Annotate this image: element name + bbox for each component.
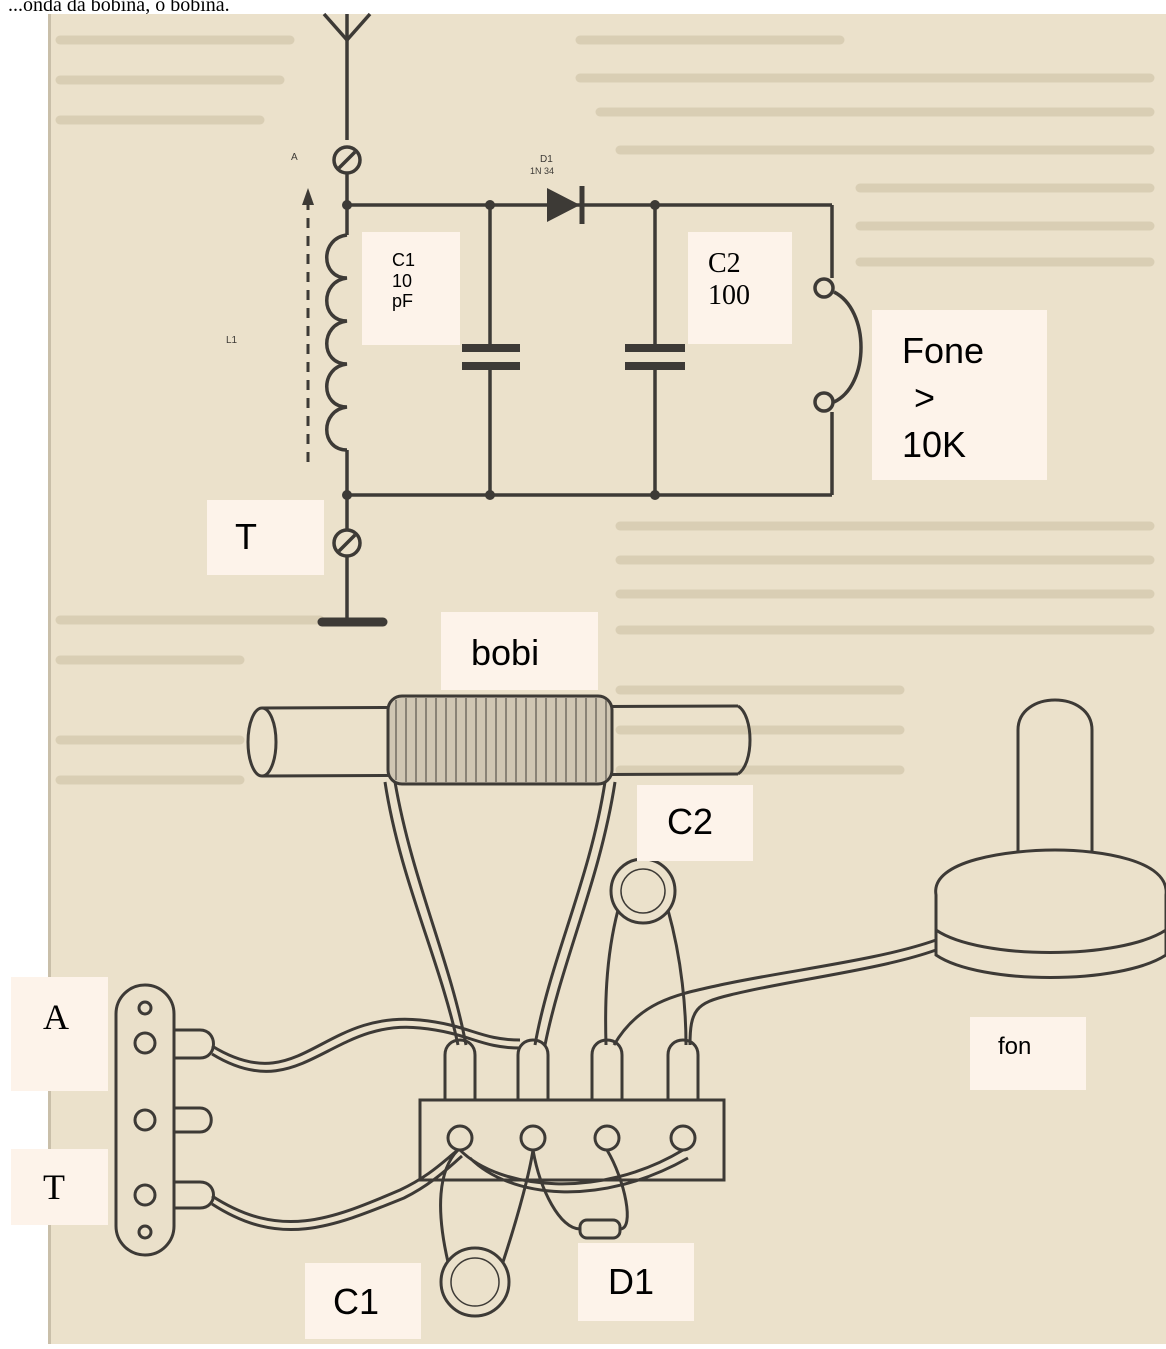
c1-part-label: C1 <box>333 1281 380 1322</box>
coil-label: bobi <box>471 632 540 673</box>
capacitor-c1-symbol <box>462 205 520 495</box>
antenna-ground-board <box>114 983 215 1257</box>
phone-impedance-box: Fone > 10K <box>872 310 1047 480</box>
c1-value-box: C1 10 pF <box>362 232 460 345</box>
d1-part-box: D1 <box>578 1243 694 1321</box>
diode-d1-symbol <box>547 186 585 224</box>
c2-value-line1: C2 <box>708 248 741 279</box>
coil-label-box: bobi <box>441 612 598 690</box>
c2-part-box: C2 <box>637 785 753 861</box>
capacitor-c2-symbol <box>625 205 685 495</box>
coil-windings <box>395 698 607 782</box>
coil-l1-symbol <box>302 188 349 495</box>
terminal-strip <box>418 1098 726 1182</box>
d1-part-label: D1 <box>608 1261 655 1302</box>
antenna-symbol <box>322 12 372 140</box>
headphone-symbol <box>813 205 863 495</box>
schematic-label-l1: L1 <box>226 335 238 346</box>
wire-ground <box>211 1148 463 1232</box>
c1-part-box: C1 <box>305 1263 421 1339</box>
c1-value-line1: C1 <box>392 250 416 270</box>
schematic-ground-t-label: T <box>235 516 257 557</box>
coil-lead-left <box>383 781 468 1046</box>
phone-part-label: fon <box>998 1033 1032 1060</box>
schematic-label-a: A <box>291 152 298 163</box>
top-text-fragment: ...onda da bobina, o bobina. <box>8 0 230 16</box>
headphone-earpiece <box>934 698 1166 979</box>
antenna-terminal-box: A <box>11 977 108 1091</box>
ground-terminal-label: T <box>43 1167 65 1207</box>
schematic <box>302 12 863 627</box>
phone-impedance-line2: > <box>914 376 936 418</box>
faded-background-text <box>55 35 1155 785</box>
antenna-terminal-label: A <box>43 997 69 1037</box>
c2-value-line2: 100 <box>708 280 750 312</box>
headphone-cord <box>612 938 937 1046</box>
phone-part-box: fon <box>970 1017 1086 1090</box>
wire-antenna <box>211 1017 521 1073</box>
schematic-label-diode-part: 1N 34 <box>530 166 554 176</box>
ground-terminal-box: T <box>11 1149 108 1225</box>
junction-dots <box>342 200 660 500</box>
c1-value-line3: pF <box>392 291 414 312</box>
capacitor-c1-disc <box>439 1148 535 1318</box>
schematic-label-d1: D1 <box>540 154 553 165</box>
c1-value-line2: 10 <box>392 270 413 291</box>
schematic-ground-t-box: T <box>207 500 324 575</box>
phone-impedance-line1: Fone <box>902 330 985 371</box>
c2-value-box: C2 100 <box>688 232 792 344</box>
coil-lead-right <box>533 781 617 1046</box>
c2-part-label: C2 <box>667 801 714 842</box>
phone-impedance-line3: 10K <box>902 423 967 465</box>
diode-d1-part <box>531 1149 629 1240</box>
